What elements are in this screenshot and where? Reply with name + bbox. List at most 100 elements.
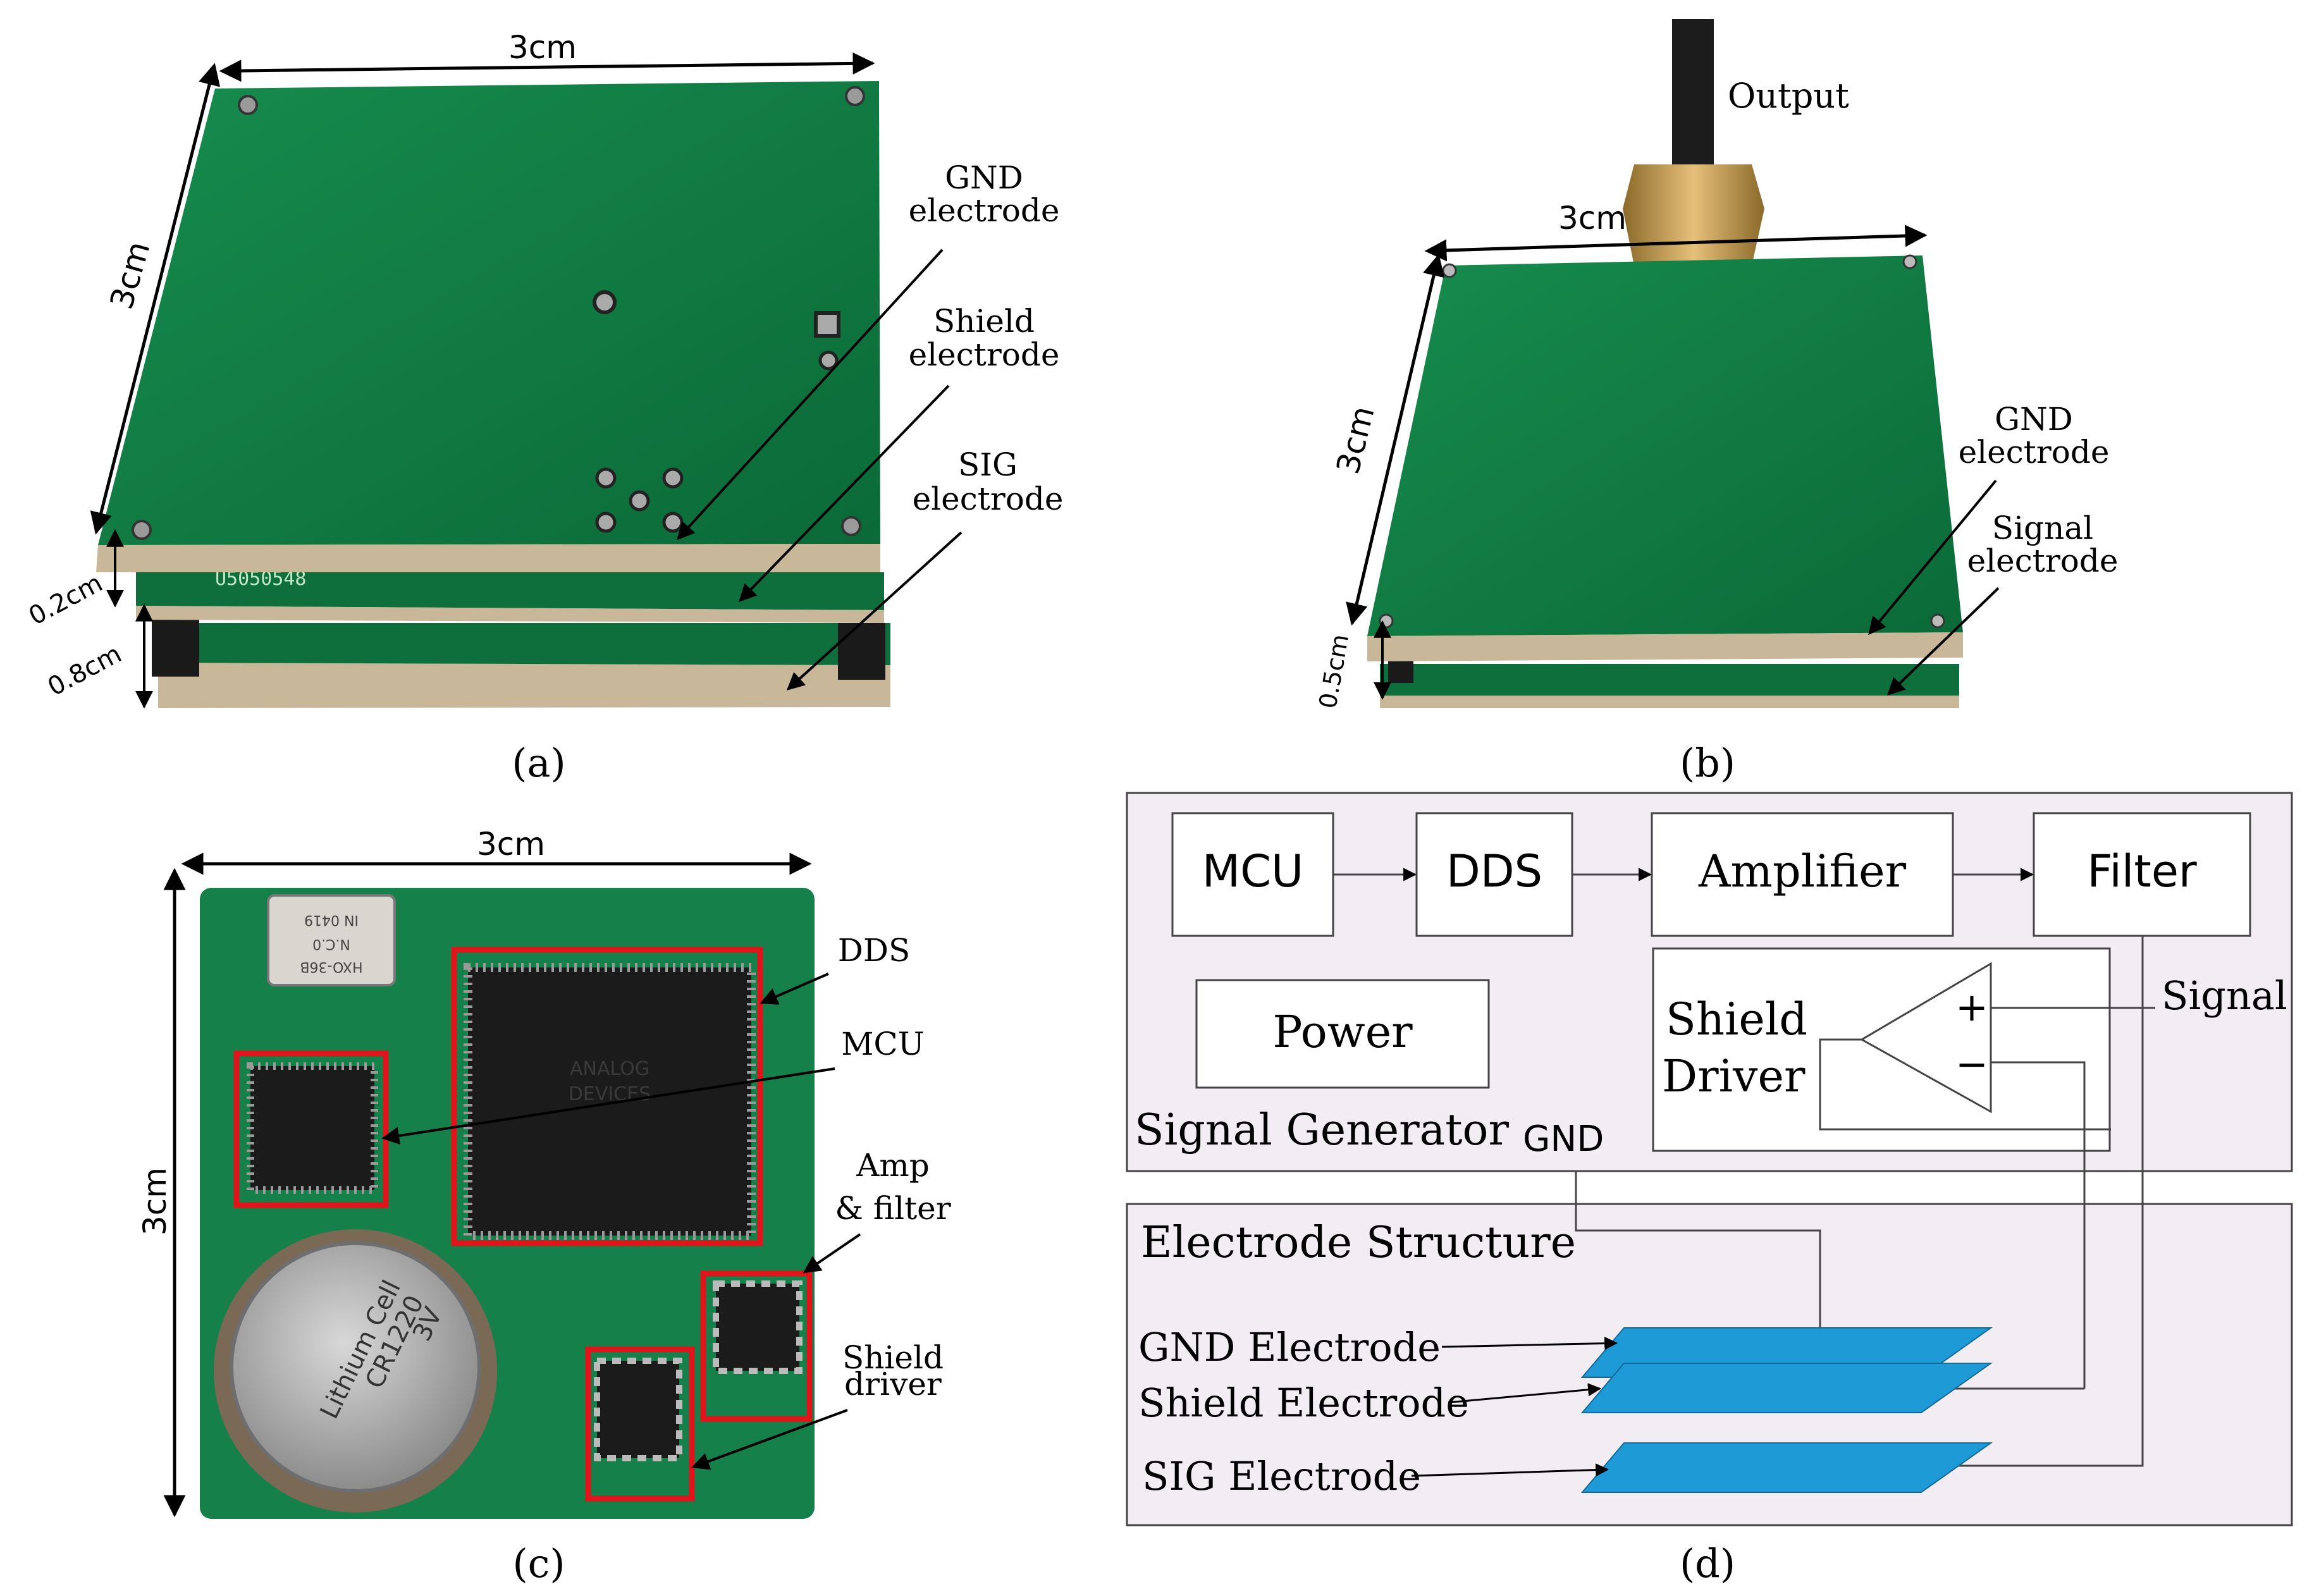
callout-dds-c: DDS bbox=[838, 932, 910, 969]
via bbox=[629, 490, 650, 512]
hole bbox=[1902, 254, 1917, 269]
mcu-chip bbox=[247, 1062, 378, 1194]
dim-top-label-b: 3cm bbox=[1558, 200, 1627, 236]
callout-sig-arrow bbox=[786, 531, 963, 691]
filter-block-label: Filter bbox=[2087, 845, 2197, 897]
callout-shield-line2: electrode bbox=[909, 336, 1060, 373]
gnd-board-edge bbox=[96, 544, 880, 572]
sig-electrode-arrow bbox=[1411, 1463, 1609, 1477]
spacer-left bbox=[152, 620, 199, 677]
callout-shield-c-line1: Shield bbox=[842, 1339, 944, 1376]
shield-board bbox=[136, 572, 884, 610]
callout-gnd-line2: electrode bbox=[909, 192, 1060, 229]
signal-board bbox=[1380, 664, 1959, 702]
crystal-text-2: N.C.0 bbox=[312, 936, 350, 952]
output-cable bbox=[1672, 19, 1714, 164]
sig-electrode-label: SIG Electrode bbox=[1142, 1453, 1421, 1499]
sma-connector bbox=[1623, 164, 1764, 266]
gnd-wire bbox=[1575, 1171, 1821, 1328]
shield-electrode-label: Shield Electrode bbox=[1138, 1380, 1469, 1426]
amplifier-block-label: Amplifier bbox=[1698, 845, 1907, 897]
callout-signal-b-line2: electrode bbox=[1967, 543, 2119, 579]
callout-amp-c-line2: & filter bbox=[835, 1190, 950, 1227]
coin-cell bbox=[230, 1241, 481, 1493]
crystal-text-3: IN 0419 bbox=[304, 912, 359, 928]
callout-shield-line1: Shield bbox=[933, 303, 1035, 340]
gnd-board-b bbox=[1367, 255, 1963, 636]
callout-sig-line2: electrode bbox=[913, 481, 1064, 517]
callout-dds-c-arrow bbox=[760, 973, 829, 1005]
dim-arrow-top bbox=[219, 52, 875, 82]
dim-arrow-side bbox=[90, 63, 221, 535]
hole bbox=[238, 95, 258, 115]
hole bbox=[132, 520, 152, 540]
amp-chip bbox=[713, 1280, 803, 1374]
signal-generator-label: Signal Generator bbox=[1135, 1105, 1509, 1155]
callout-mcu-c-arrow bbox=[381, 1067, 835, 1145]
opamp-triangle bbox=[1859, 962, 1992, 1114]
caption-d: (d) bbox=[1680, 1540, 1735, 1587]
callout-shield-c-arrow bbox=[691, 1409, 848, 1470]
hole bbox=[1442, 263, 1457, 278]
crystal-oscillator bbox=[267, 894, 396, 986]
callout-gnd-b-line1: GND bbox=[1995, 401, 2073, 438]
power-block-label: Power bbox=[1272, 1006, 1413, 1058]
shield-electrode-plate bbox=[1580, 1363, 1993, 1413]
opamp-output-wire bbox=[1819, 1038, 2111, 1131]
gnd-electrode-arrow bbox=[1441, 1336, 1618, 1350]
gnd-label: GND bbox=[1523, 1119, 1604, 1160]
shield-board-edge bbox=[136, 606, 884, 623]
callout-shield-arrow bbox=[739, 384, 950, 603]
dim-side-label-b: 3cm bbox=[1329, 402, 1381, 477]
gnd-board-b-edge bbox=[1367, 632, 1963, 661]
via bbox=[662, 467, 684, 489]
via bbox=[662, 512, 684, 533]
gnd-electrode-label: GND Electrode bbox=[1138, 1324, 1441, 1370]
spacer-right bbox=[838, 623, 885, 680]
caption-a: (a) bbox=[512, 740, 565, 786]
pad bbox=[814, 311, 840, 338]
shield-chip bbox=[594, 1358, 682, 1461]
callout-gnd-b-line2: electrode bbox=[1959, 434, 2110, 470]
callout-signal-b-arrow bbox=[1886, 587, 2000, 696]
amplifier-block bbox=[1651, 812, 1954, 937]
callout-amp-c-line1: Amp bbox=[856, 1147, 930, 1184]
callout-gnd-b-arrow bbox=[1868, 479, 1997, 635]
dim-side-label-c: 3cm bbox=[137, 1167, 173, 1236]
dds-block bbox=[1415, 812, 1573, 937]
filter-output-wire bbox=[1952, 936, 2144, 1467]
opamp-minus-wire bbox=[1991, 1061, 2086, 1389]
via bbox=[593, 290, 617, 314]
panel-c: HXO-36B N.C.0 IN 0419 ANALOG DEVICES Lit… bbox=[137, 826, 951, 1587]
signal-board-edge bbox=[1380, 696, 1959, 708]
mcu-block-label: MCU bbox=[1202, 845, 1304, 897]
dim-top-label: 3cm bbox=[508, 29, 577, 66]
via bbox=[595, 467, 617, 489]
shield-driver-label-1: Shield bbox=[1666, 993, 1807, 1045]
signal-label: Signal bbox=[2162, 973, 2287, 1019]
dds-chip-text-1: ANALOG bbox=[570, 1058, 649, 1080]
spacer-b bbox=[1388, 658, 1413, 683]
gnd-board bbox=[98, 81, 880, 545]
dim-top-label-c: 3cm bbox=[477, 826, 545, 862]
power-block bbox=[1195, 979, 1490, 1089]
crystal-text-1: HXO-36B bbox=[300, 959, 362, 974]
opamp-minus: − bbox=[1955, 1041, 1988, 1087]
caption-c: (c) bbox=[512, 1540, 565, 1587]
shield-electrode-arrow bbox=[1448, 1383, 1602, 1404]
dds-chip-text-2: DEVICES bbox=[569, 1083, 651, 1105]
hole bbox=[1379, 613, 1394, 629]
callout-amp-c-arrow bbox=[803, 1233, 861, 1274]
dim-arrow-top-b bbox=[1424, 224, 1928, 262]
hole bbox=[1930, 613, 1945, 629]
via bbox=[595, 512, 617, 533]
electrode-structure-label: Electrode Structure bbox=[1141, 1218, 1576, 1268]
dim-side-label: 3cm bbox=[103, 237, 157, 313]
callout-sig-line1: SIG bbox=[958, 446, 1018, 483]
dds-block-label: DDS bbox=[1446, 845, 1542, 897]
dim-gap-upper-label: 0.2cm bbox=[24, 568, 108, 631]
panel-d: MCU DDS Amplifier Filter Power Shield Dr… bbox=[1126, 792, 2293, 1587]
dim-gap-lower-label: 0.8cm bbox=[43, 639, 126, 702]
dim-gap-label-b: 0.5cm bbox=[1313, 632, 1354, 711]
